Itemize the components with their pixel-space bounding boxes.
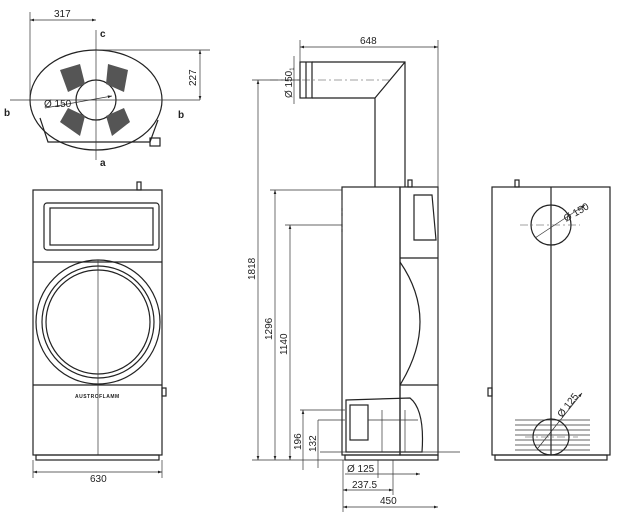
vent-icon [106,64,128,92]
dim-317: 317 [54,9,71,20]
air-inlet-diameter-label: Ø 125 [347,464,375,475]
brand-logo: AUSTROFLAMM [75,394,120,400]
flue-diameter-label: Ø 150 [44,99,72,110]
label-b-right: b [178,110,184,121]
side-view: 648 Ø 1501 1818 1296 1140 196 132 Ø 125 … [247,36,460,512]
dim-1140: 1140 [279,333,290,355]
dim-648: 648 [360,36,377,47]
vent-icon [106,108,130,136]
rear-flue-diameter-label: Ø 150 [562,201,591,224]
rear-view: Ø 150 Ø 125 [487,179,611,461]
label-a: a [100,158,106,169]
dim-1818: 1818 [247,257,258,280]
label-c: c [100,29,106,40]
top-view: Ø 150 317 227 c a b b [4,9,210,169]
dim-196: 196 [293,433,304,450]
dim-237-5: 237.5 [352,480,377,491]
dim-227: 227 [188,69,199,86]
front-view: AUSTROFLAMM 630 [32,181,167,485]
vent-icon [60,64,85,92]
dim-630: 630 [90,474,107,485]
dim-132: 132 [308,435,319,452]
dim-450: 450 [380,496,397,507]
rear-air-diameter-label: Ø 125 [556,391,582,420]
vent-icon [60,108,85,136]
label-b-left: b [4,108,10,119]
flue-diameter-side-label: Ø 1501 [284,67,296,98]
dim-1296: 1296 [264,317,275,340]
